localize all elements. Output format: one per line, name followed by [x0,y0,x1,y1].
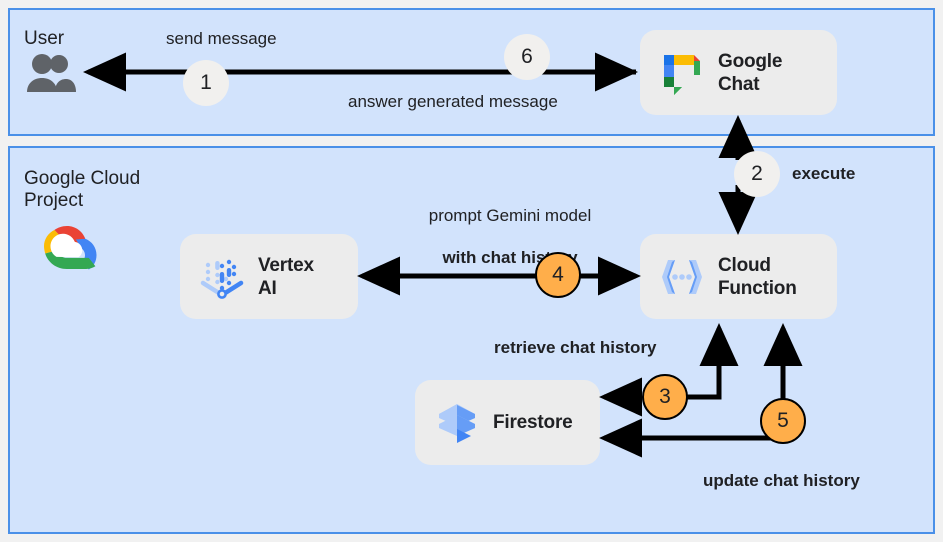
google-chat-icon [654,45,710,101]
firestore-icon [429,395,485,451]
flow-label-update-chat-history: update chat history [703,471,860,490]
flow-label-retrieve-chat-history: retrieve chat history [494,338,657,357]
step-badge-2: 2 [734,151,780,197]
node-vertex-ai-label: Vertex AI [258,254,314,299]
node-vertex-ai[interactable]: Vertex AI [180,234,358,319]
panel-user-title: User [24,28,65,49]
node-firestore[interactable]: Firestore [415,380,600,465]
node-cloud-function[interactable]: Cloud Function [640,234,837,319]
step-badge-3: 3 [642,374,688,420]
step-badge-5: 5 [760,398,806,444]
step-badge-4: 4 [535,252,581,298]
panel-google-cloud-project-title: Google Cloud Project [24,168,141,211]
cloud-function-icon [654,249,710,305]
flow-label-prompt-gemini: prompt Gemini model with chat history [410,184,610,268]
step-badge-1: 1 [183,60,229,106]
flow-label-execute: execute [792,164,856,183]
flow-label-answer-generated-message: answer generated message [348,92,558,111]
google-cloud-logo [36,222,98,274]
flow-label-prompt-gemini-line1: prompt Gemini model [428,206,592,225]
people-icon [24,52,76,96]
node-firestore-label: Firestore [493,412,573,433]
node-google-chat-label: Google Chat [718,50,783,95]
node-google-chat[interactable]: Google Chat [640,30,837,115]
flow-label-send-message: send message [166,29,277,48]
step-badge-6: 6 [504,34,550,80]
vertex-ai-icon [194,249,250,305]
node-cloud-function-label: Cloud Function [718,254,797,299]
